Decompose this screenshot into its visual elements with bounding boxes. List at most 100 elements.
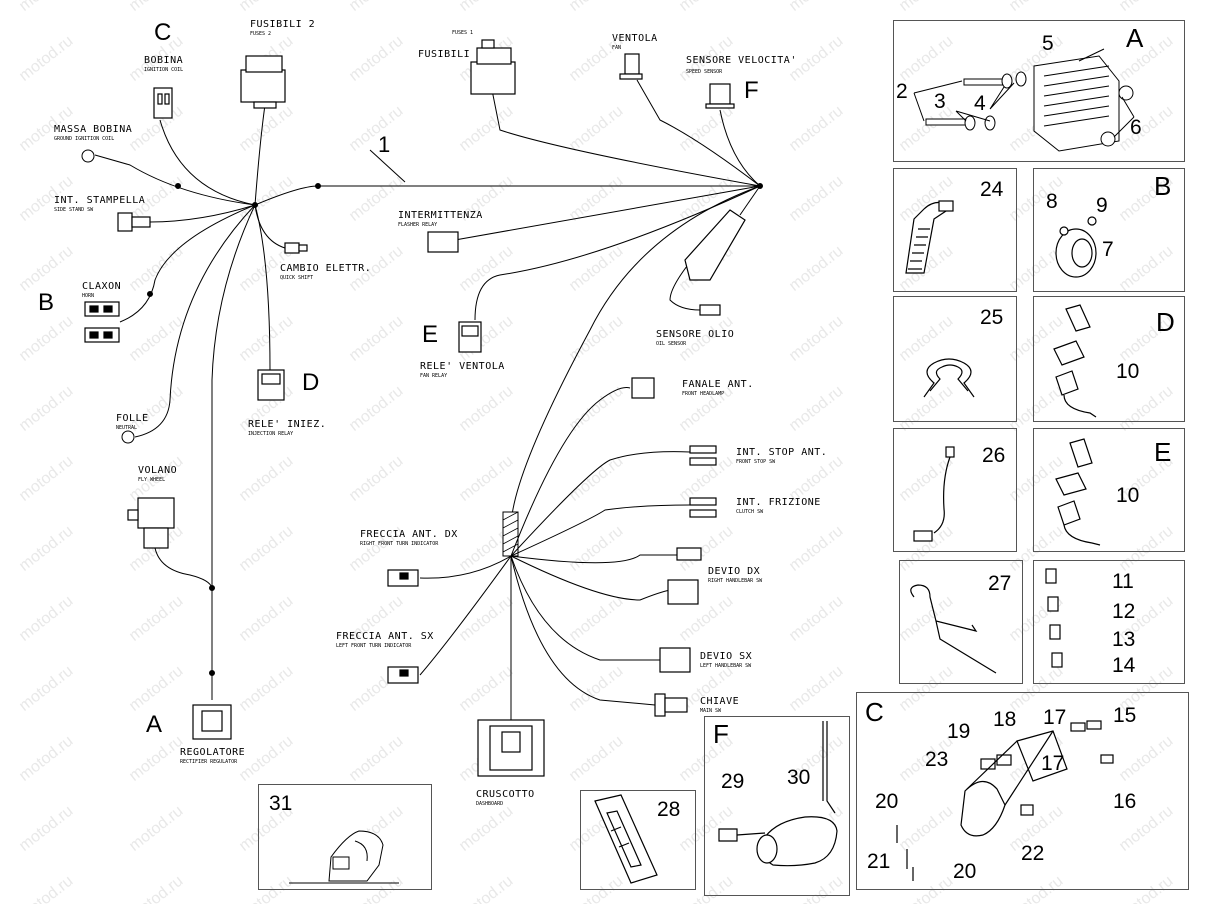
panel-28: 28 <box>580 790 696 890</box>
sensor-cable-drawing <box>913 446 955 542</box>
label-bobina: BOBINA <box>144 55 184 66</box>
sublabel-sensore-olio: OIL SENSOR <box>656 341 687 347</box>
sublabel-rele-ventola: FAN RELAY <box>420 373 448 379</box>
fuse-box-1 <box>470 39 516 95</box>
part-num-24: 24 <box>980 178 1004 201</box>
part-num-4: 4 <box>974 92 986 115</box>
part-num-12: 12 <box>1112 600 1136 623</box>
ring-terminal <box>121 430 135 444</box>
ref-letter-b: B <box>38 289 55 316</box>
label-int-frizione: INT. FRIZIONE <box>736 497 821 508</box>
sublabel-int-stop-ant: FRONT STOP SW <box>736 459 776 465</box>
part-num-19: 19 <box>947 720 971 743</box>
sublabel-fusibili: FUSES 1 <box>452 30 474 36</box>
injection-relay <box>257 369 285 401</box>
part-num-6: 6 <box>1130 116 1142 139</box>
sublabel-freccia-sx: LEFT FRONT TURN INDICATOR <box>336 643 412 649</box>
harness-number: 1 <box>378 132 391 157</box>
panel-e: E 10 <box>1033 428 1185 552</box>
sublabel-rele-iniez: INJECTION RELAY <box>248 431 294 437</box>
ref-letter-e: E <box>422 321 439 348</box>
dashboard-connector <box>477 719 545 777</box>
label-int-stop-ant: INT. STOP ANT. <box>736 447 828 458</box>
main-harness-trunk <box>254 185 760 206</box>
wire-ventola <box>636 79 761 187</box>
ring-terminal <box>81 149 95 163</box>
wire-side-stand <box>149 204 256 223</box>
sublabel-cruscotto: DASHBOARD <box>476 801 504 807</box>
wire-fan-relay <box>474 185 761 321</box>
sublabel-intermittenza: FLASHER RELAY <box>398 222 438 228</box>
part-num-20-bottom: 20 <box>953 860 977 883</box>
horn-connectors <box>84 301 120 343</box>
part-num-26: 26 <box>982 444 1006 467</box>
part-num-29: 29 <box>721 770 745 793</box>
sublabel-freccia-dx: RIGHT FRONT TURN INDICATOR <box>360 541 439 547</box>
speed-sensor-connector <box>705 83 735 109</box>
panel-f-letter: F <box>713 719 729 749</box>
ignition-coil-drawing <box>896 720 1114 881</box>
panel-a-letter: A <box>1126 23 1144 53</box>
freccia-dx-connector <box>387 569 419 587</box>
harness-leader-line <box>369 149 406 183</box>
wire-freccia-dx <box>419 555 512 579</box>
devio-sx-connector <box>659 647 691 673</box>
part-num-27: 27 <box>988 572 1012 595</box>
flasher-relay <box>427 231 459 253</box>
part-num-10-e: 10 <box>1116 484 1140 507</box>
wire-fuses1 <box>491 89 761 187</box>
part-num-17-mid: 17 <box>1041 752 1065 775</box>
wire-neutral <box>134 204 256 438</box>
sublabel-chiave: MAIN SW <box>700 708 722 714</box>
label-regolatore: REGOLATORE <box>180 747 246 758</box>
panel-f: F 29 30 <box>704 716 850 896</box>
fuse-holder-drawing <box>594 794 658 884</box>
sublabel-devio-sx: LEFT HANDLEBAR SW <box>700 663 752 669</box>
label-devio-dx: DEVIO DX <box>708 566 761 577</box>
devio-dx-connectors <box>667 547 702 605</box>
part-num-16: 16 <box>1113 790 1137 813</box>
label-cambio-elettr: CAMBIO ELETTR. <box>280 263 372 274</box>
part-num-11: 11 <box>1112 570 1134 593</box>
part-num-30: 30 <box>787 766 811 789</box>
panel-d-letter: D <box>1156 307 1175 337</box>
junction-dot <box>175 183 181 189</box>
bobina-connector <box>153 87 173 119</box>
wire-headlamp <box>510 387 631 557</box>
oil-sensor-plug <box>684 209 746 316</box>
side-stand-connector <box>117 212 151 232</box>
part-num-8: 8 <box>1046 190 1058 213</box>
sublabel-cambio-elettr: QUICK SHIFT <box>280 275 314 281</box>
bracket-assembly-drawing <box>289 830 399 884</box>
label-sensore-velocita: SENSORE VELOCITA' <box>686 55 797 66</box>
label-massa-bobina: MASSA BOBINA <box>54 124 133 135</box>
label-cruscotto: CRUSCOTTO <box>476 789 535 800</box>
label-freccia-dx: FRECCIA ANT. DX <box>360 529 458 540</box>
sublabel-ventola: FAN <box>612 45 622 51</box>
part-num-18: 18 <box>993 708 1017 731</box>
junction-dot <box>209 670 215 676</box>
sublabel-sensore-velocita: SPEED SENSOR <box>686 69 723 75</box>
part-num-23: 23 <box>925 748 949 771</box>
label-ventola: VENTOLA <box>612 33 658 44</box>
part-num-13: 13 <box>1112 628 1136 651</box>
label-fusibili: FUSIBILI <box>418 49 471 60</box>
wire-devio-dx-b <box>510 555 671 601</box>
panel-27: 27 <box>899 560 1023 684</box>
ref-letter-a: A <box>146 711 163 738</box>
wire-injection-relay <box>254 204 271 371</box>
part-num-3: 3 <box>934 90 946 113</box>
part-num-17-top: 17 <box>1043 706 1067 729</box>
label-intermittenza: INTERMITTENZA <box>398 210 483 221</box>
front-stop-connectors <box>689 445 717 518</box>
horn-drawing <box>1055 216 1097 278</box>
regulator-connector <box>192 704 232 740</box>
label-fusibili2: FUSIBILI 2 <box>250 19 316 30</box>
freccia-sx-connector <box>387 666 419 684</box>
headlamp-connector <box>631 377 655 399</box>
part-num-5: 5 <box>1042 32 1054 55</box>
sublabel-fanale-ant: FRONT HEADLAMP <box>682 391 725 397</box>
relay-drawing-d <box>1053 304 1097 418</box>
ventola-connector <box>619 53 643 80</box>
